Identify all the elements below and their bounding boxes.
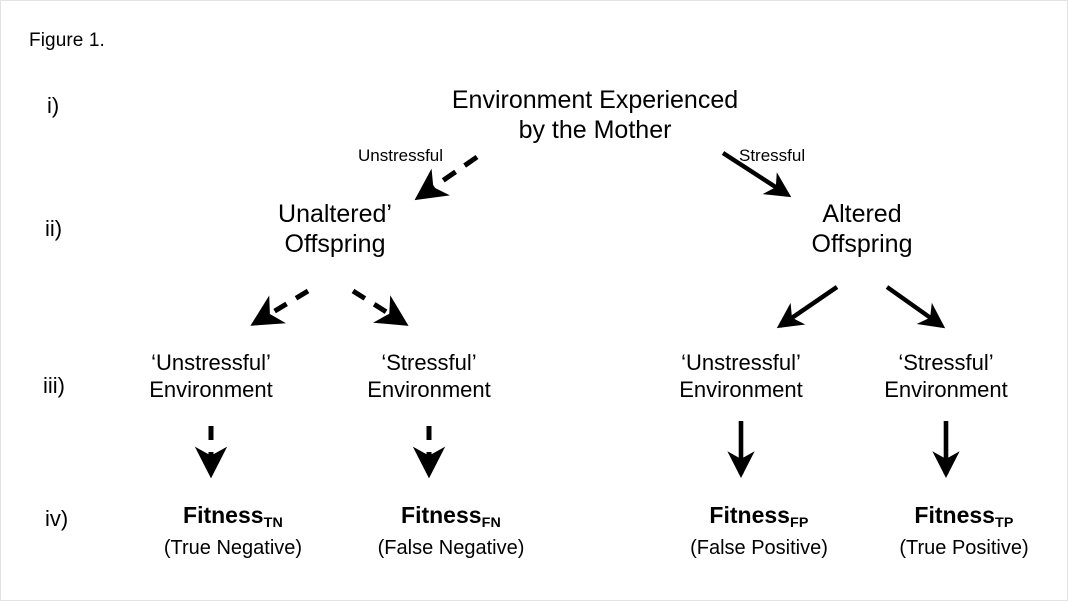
fitness-tp-expansion: (True Positive)	[899, 537, 1029, 559]
fitness-fp-expansion: (False Positive)	[690, 537, 828, 559]
node-unaltered-line1: Unaltered’	[278, 200, 392, 228]
node-root-environment: Environment Experienced by the Mother	[375, 85, 815, 145]
fitness-fp-word: Fitness	[709, 502, 790, 528]
node-env-stressful-left: ‘Stressful’ Environment	[329, 349, 529, 403]
fitness-fn-expansion: (False Negative)	[377, 537, 525, 559]
fitness-tn-word: Fitness	[183, 502, 264, 528]
node-fitness-fn: FitnessFN (False Negative)	[341, 501, 561, 561]
edge-unaltered-to-env-stressful	[351, 288, 409, 326]
fitness-fn-subscript: FN	[481, 514, 501, 531]
fitness-fn-label: FitnessFN	[341, 501, 561, 533]
node-altered-line2: Offspring	[811, 230, 913, 258]
edge-altered-to-env-unstressful	[776, 285, 839, 329]
node-env-3-line2: Environment	[679, 377, 803, 402]
figure-caption: Figure 1.	[29, 30, 105, 51]
node-env-2-line2: Environment	[367, 377, 491, 402]
fitness-tn-expansion: (True Negative)	[163, 537, 303, 559]
level-marker-i: i)	[47, 93, 60, 118]
level-marker-iv: iv)	[45, 506, 69, 531]
node-unaltered-line2: Offspring	[284, 230, 386, 258]
node-env-stressful-right: ‘Stressful’ Environment	[846, 349, 1046, 403]
node-fitness-tn: FitnessTN (True Negative)	[123, 501, 343, 561]
node-env-2-line1: ‘Stressful’	[381, 350, 477, 375]
node-altered-offspring: Altered Offspring	[742, 199, 982, 259]
fitness-tp-label: FitnessTP	[854, 501, 1067, 533]
node-env-4-line1: ‘Stressful’	[898, 350, 994, 375]
level-marker-iii: iii)	[43, 373, 65, 398]
node-root-line1: Environment Experienced	[451, 86, 739, 114]
node-root-line2: by the Mother	[518, 116, 672, 144]
node-env-unstressful-right: ‘Unstressful’ Environment	[641, 349, 841, 403]
edge-label-stressful: Stressful	[739, 146, 806, 165]
edge-unaltered-to-env-unstressful	[250, 288, 310, 326]
fitness-tp-word: Fitness	[914, 502, 995, 528]
fitness-tn-subscript: TN	[263, 514, 283, 531]
edge-altered-to-env-stressful	[885, 285, 946, 329]
fitness-tp-subscript: TP	[994, 514, 1014, 531]
node-env-unstressful-left: ‘Unstressful’ Environment	[111, 349, 311, 403]
fitness-fp-label: FitnessFP	[649, 501, 869, 533]
node-fitness-fp: FitnessFP (False Positive)	[649, 501, 869, 561]
node-env-4-line2: Environment	[884, 377, 1008, 402]
node-unaltered-offspring: Unaltered’ Offspring	[215, 199, 455, 259]
edge-label-unstressful: Unstressful	[358, 146, 444, 165]
node-fitness-tp: FitnessTP (True Positive)	[854, 501, 1067, 561]
fitness-tn-label: FitnessTN	[123, 501, 343, 533]
node-altered-line1: Altered	[822, 200, 902, 228]
fitness-fn-word: Fitness	[401, 502, 482, 528]
level-marker-ii: ii)	[45, 216, 63, 241]
node-env-3-line1: ‘Unstressful’	[681, 350, 801, 375]
node-env-1-line1: ‘Unstressful’	[151, 350, 271, 375]
node-env-1-line2: Environment	[149, 377, 273, 402]
fitness-fp-subscript: FP	[789, 514, 809, 531]
